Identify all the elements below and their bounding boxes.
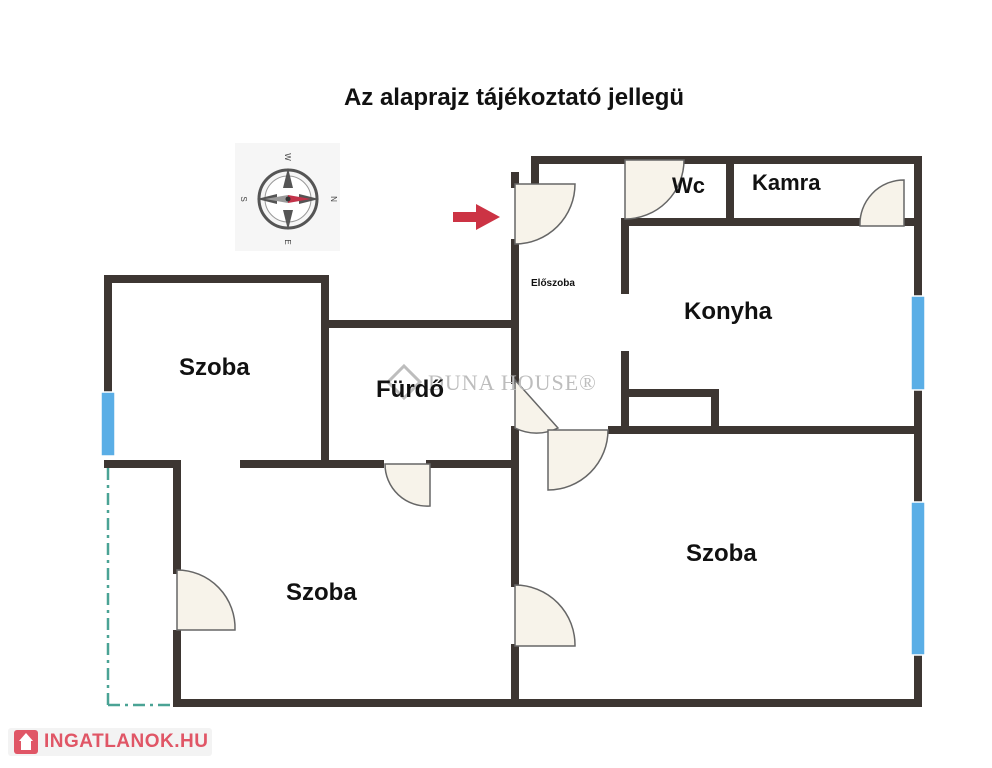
window-left [100,391,116,457]
wc-door [624,159,685,220]
hall-door [547,429,609,491]
room-label-szoba-right: Szoba [686,540,757,567]
kamra-door [859,179,905,227]
watermark-logo: DUNA HOUSE® [385,363,597,401]
compass-n: N [329,196,338,202]
room-label-szoba-top-left: Szoba [179,354,250,381]
badge-text: INGATLANOK.HU [44,731,209,752]
watermark-text: DUNA HOUSE® [428,370,597,395]
room-label-szoba-bottom-left: Szoba [286,579,357,606]
room-label-furdo: Fürdő [376,376,444,403]
plan-title: Az alaprajz tájékoztató jellegü [343,84,685,111]
room-label-kamra: Kamra [752,170,821,195]
room-left-door [384,463,431,507]
doors [176,159,905,647]
compass-s: S [239,196,248,201]
entrance-arrow-icon [453,204,500,230]
furdo-door [514,378,560,434]
room-label-eloszoba: Előszoba [531,278,575,289]
house-icon [14,730,38,754]
right-room-door [514,584,576,647]
entrance-door [514,183,576,245]
balcony-outline [106,468,175,707]
compass-e: E [283,239,292,244]
room-label-wc: Wc [672,173,705,198]
room-label-konyha: Konyha [684,298,773,325]
walls [104,156,922,707]
compass-w: W [283,153,292,161]
ingatlanok-badge[interactable]: INGATLANOK.HU [8,728,212,756]
window-right-room [910,501,926,656]
compass-icon: W E S N [235,143,340,251]
windows [100,295,926,656]
window-kitchen [910,295,926,391]
bottom-left-door [176,569,236,631]
